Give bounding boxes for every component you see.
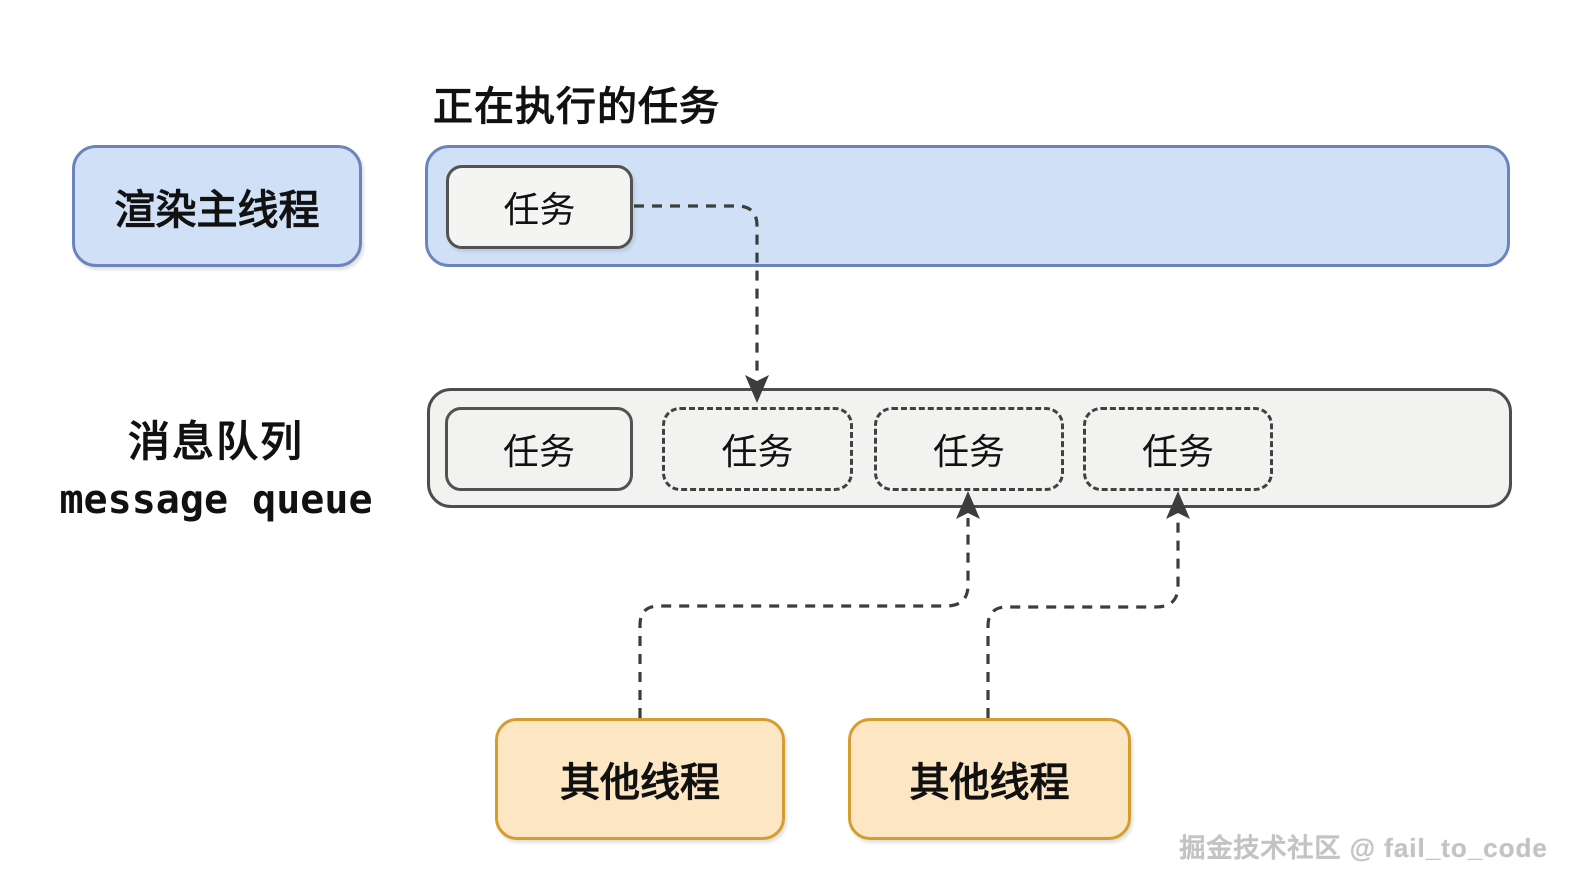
queue-task-3-label: 任务 xyxy=(932,431,1005,472)
executing-task-title: 正在执行的任务 xyxy=(433,85,720,129)
other-thread-box-2: 其他线程 xyxy=(848,718,1131,840)
message-queue-label-en: message queue xyxy=(59,477,373,523)
arrow-other-thread-2-to-queue xyxy=(986,491,1190,718)
watermark-text: 掘金技术社区 @ fail_to_code xyxy=(1179,833,1548,863)
queue-task-1: 任务 xyxy=(445,407,633,491)
render-main-thread-label: 渲染主线程 xyxy=(114,187,320,233)
executing-task-box: 任务 xyxy=(446,165,633,249)
arrow-other-thread-1-to-queue xyxy=(638,491,980,718)
queue-task-1-label: 任务 xyxy=(502,431,575,472)
other-thread-box-1: 其他线程 xyxy=(495,718,785,840)
queue-task-4-label: 任务 xyxy=(1141,431,1214,472)
other-thread-1-label: 其他线程 xyxy=(560,761,720,805)
message-queue-label: 消息队列 message queue xyxy=(40,408,392,523)
message-queue-label-cn: 消息队列 xyxy=(127,418,304,465)
queue-task-4: 任务 xyxy=(1083,407,1273,491)
queue-task-2: 任务 xyxy=(662,407,853,491)
executing-task-label: 任务 xyxy=(503,189,576,230)
queue-task-2-label: 任务 xyxy=(721,431,794,472)
other-thread-2-label: 其他线程 xyxy=(909,761,1070,805)
queue-task-3: 任务 xyxy=(874,407,1064,491)
render-main-thread-box: 渲染主线程 xyxy=(72,145,362,267)
